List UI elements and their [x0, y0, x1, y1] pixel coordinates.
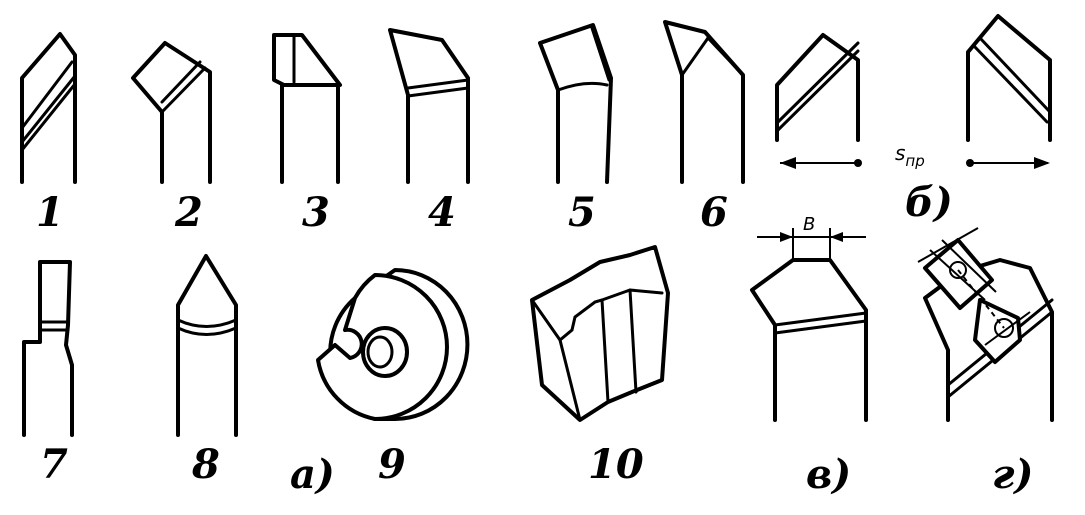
tool-7 [22, 260, 74, 437]
tool-2 [131, 41, 212, 184]
tool-v [750, 258, 868, 422]
tool-3 [272, 33, 342, 184]
label-3: 3 [302, 189, 330, 236]
tool-b-left [775, 33, 860, 142]
width-label: B [803, 214, 815, 235]
tool-5 [538, 23, 613, 184]
feed-label: sпр [895, 141, 925, 170]
label-10: 10 [588, 441, 644, 488]
label-6: 6 [700, 189, 728, 236]
label-1: 1 [36, 189, 64, 236]
tool-4 [388, 28, 470, 184]
tool-b-right [966, 14, 1052, 142]
tool-1 [20, 32, 77, 184]
feed-arrow-left [780, 157, 862, 169]
label-v: в) [806, 451, 851, 498]
label-2: 2 [174, 189, 203, 236]
tool-9 [316, 268, 470, 421]
tool-6 [663, 20, 745, 184]
label-4: 4 [428, 189, 456, 236]
tool-8 [176, 254, 238, 437]
label-g: г) [992, 451, 1033, 498]
label-b: б) [905, 179, 953, 226]
label-8: 8 [191, 441, 220, 488]
label-5: 5 [568, 189, 596, 236]
feed-arrow-right [966, 157, 1050, 169]
tool-10 [530, 245, 670, 422]
width-dimension [757, 228, 866, 260]
label-9: 9 [378, 441, 406, 488]
tool-g [917, 227, 1054, 422]
label-7: 7 [40, 441, 68, 488]
label-a: а) [290, 451, 335, 498]
